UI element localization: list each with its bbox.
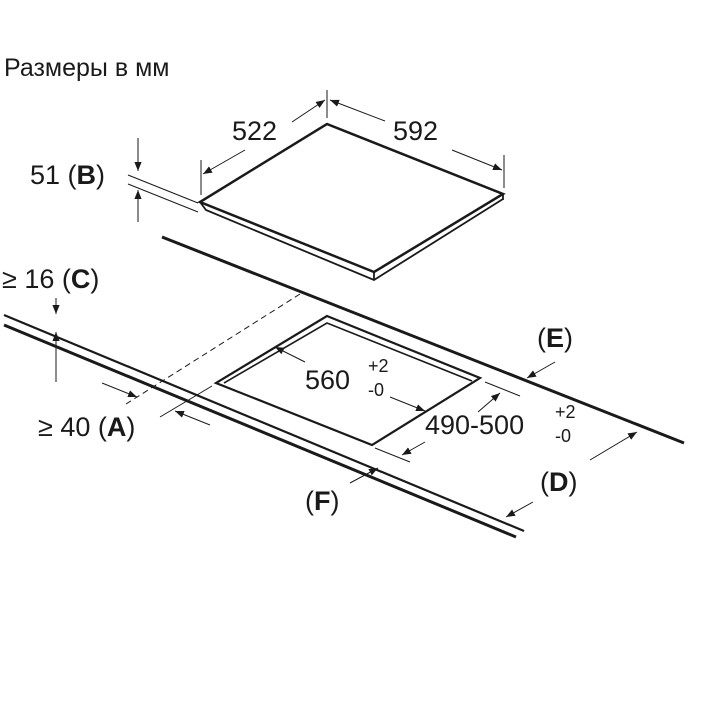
ref-d: D <box>549 467 569 497</box>
hob-width-label: 592 <box>393 116 438 146</box>
hob-depth-label: 522 <box>232 116 277 146</box>
ref-c: C <box>71 264 91 294</box>
min-front-distance-label: ≥ 40 (A) <box>38 412 135 442</box>
ref-e: E <box>546 323 564 353</box>
min-thickness-label: ≥ 16 (C) <box>2 264 99 294</box>
cutout-width-tol-plus: +2 <box>368 356 389 376</box>
ref-f-label: (F) <box>305 486 340 516</box>
cutout-width-label: 560 <box>305 365 350 395</box>
units-title: Размеры в мм <box>4 54 169 82</box>
min-thickness-value: ≥ 16 <box>2 264 54 294</box>
cutout-depth-label: 490-500 <box>425 410 524 440</box>
ref-a: A <box>107 412 127 442</box>
cutout-width-tol-minus: -0 <box>368 380 384 400</box>
cutout-depth-tol-plus: +2 <box>555 402 576 422</box>
ref-b: B <box>77 160 97 190</box>
ref-d-label: (D) <box>540 467 578 497</box>
hob-height-label: 51 (B) <box>30 160 105 190</box>
countertop-drawing <box>3 235 685 539</box>
cutout-depth-tol-minus: -0 <box>555 426 571 446</box>
hob-height-value: 51 <box>30 160 60 190</box>
min-front-distance-value: ≥ 40 <box>38 412 90 442</box>
ref-e-label: (E) <box>537 323 573 353</box>
hob-drawing <box>127 90 506 282</box>
ref-f: F <box>314 486 331 516</box>
